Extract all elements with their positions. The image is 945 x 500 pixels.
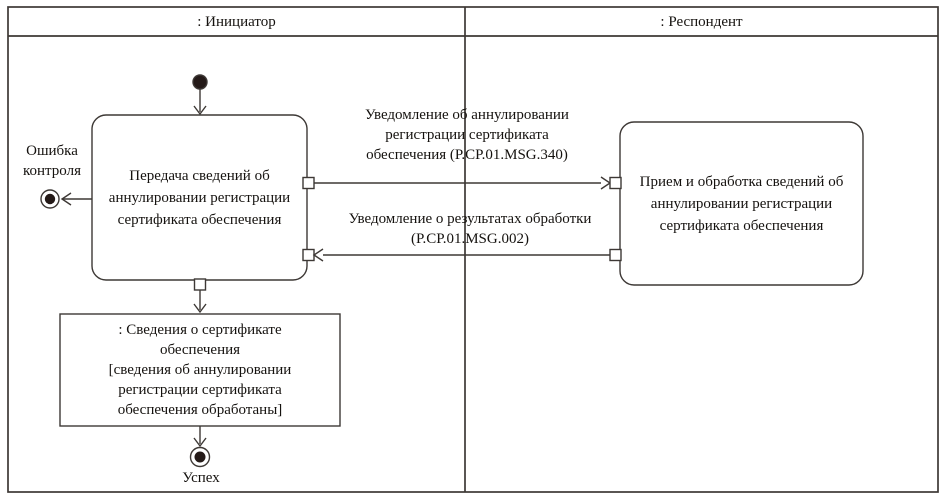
message-response-label: Уведомление о результатах обработки (Р.С… [348,211,592,247]
object-node-label: : Сведения о сертификате обеспечения [св… [64,314,336,426]
error-final-node-ring [40,189,60,209]
arrowhead-left2-icon [312,248,324,262]
activity-right-box [619,121,864,286]
swimlane-frame [7,6,939,493]
arrowhead-down3-icon [193,437,207,448]
activity-left-label: Передача сведений об аннулировании регис… [108,167,291,228]
message-request-label: Уведомление об аннулировании регистрации… [365,107,569,163]
error-final-node-core [44,193,56,205]
pin-bottom-out [193,278,207,291]
error-terminal-label: Ошибка контроля [23,143,81,179]
arrowhead-left-icon [60,192,72,206]
pin-left-in [302,248,315,262]
object-node-state: [сведения об аннулировании регистрации с… [108,362,292,418]
arrowhead-down-icon [193,105,207,116]
success-final-node-core [194,451,206,463]
success-terminal-label: Успех [182,470,220,486]
lane-header-initiator: : Инициатор [197,13,276,30]
pin-left-out [302,176,315,190]
success-final-node-ring [189,446,211,468]
initial-node [192,74,208,90]
arrowhead-right-icon [600,176,612,190]
activity-right-label: Прием и обработка сведений об аннулирова… [639,173,844,234]
pin-right-in [609,176,622,190]
arrowhead-down2-icon [193,303,207,314]
object-node-name: : Сведения о сертификате обеспечения [118,322,282,358]
pin-right-out [609,248,622,262]
lane-header-respondent: : Респондент [660,13,743,30]
